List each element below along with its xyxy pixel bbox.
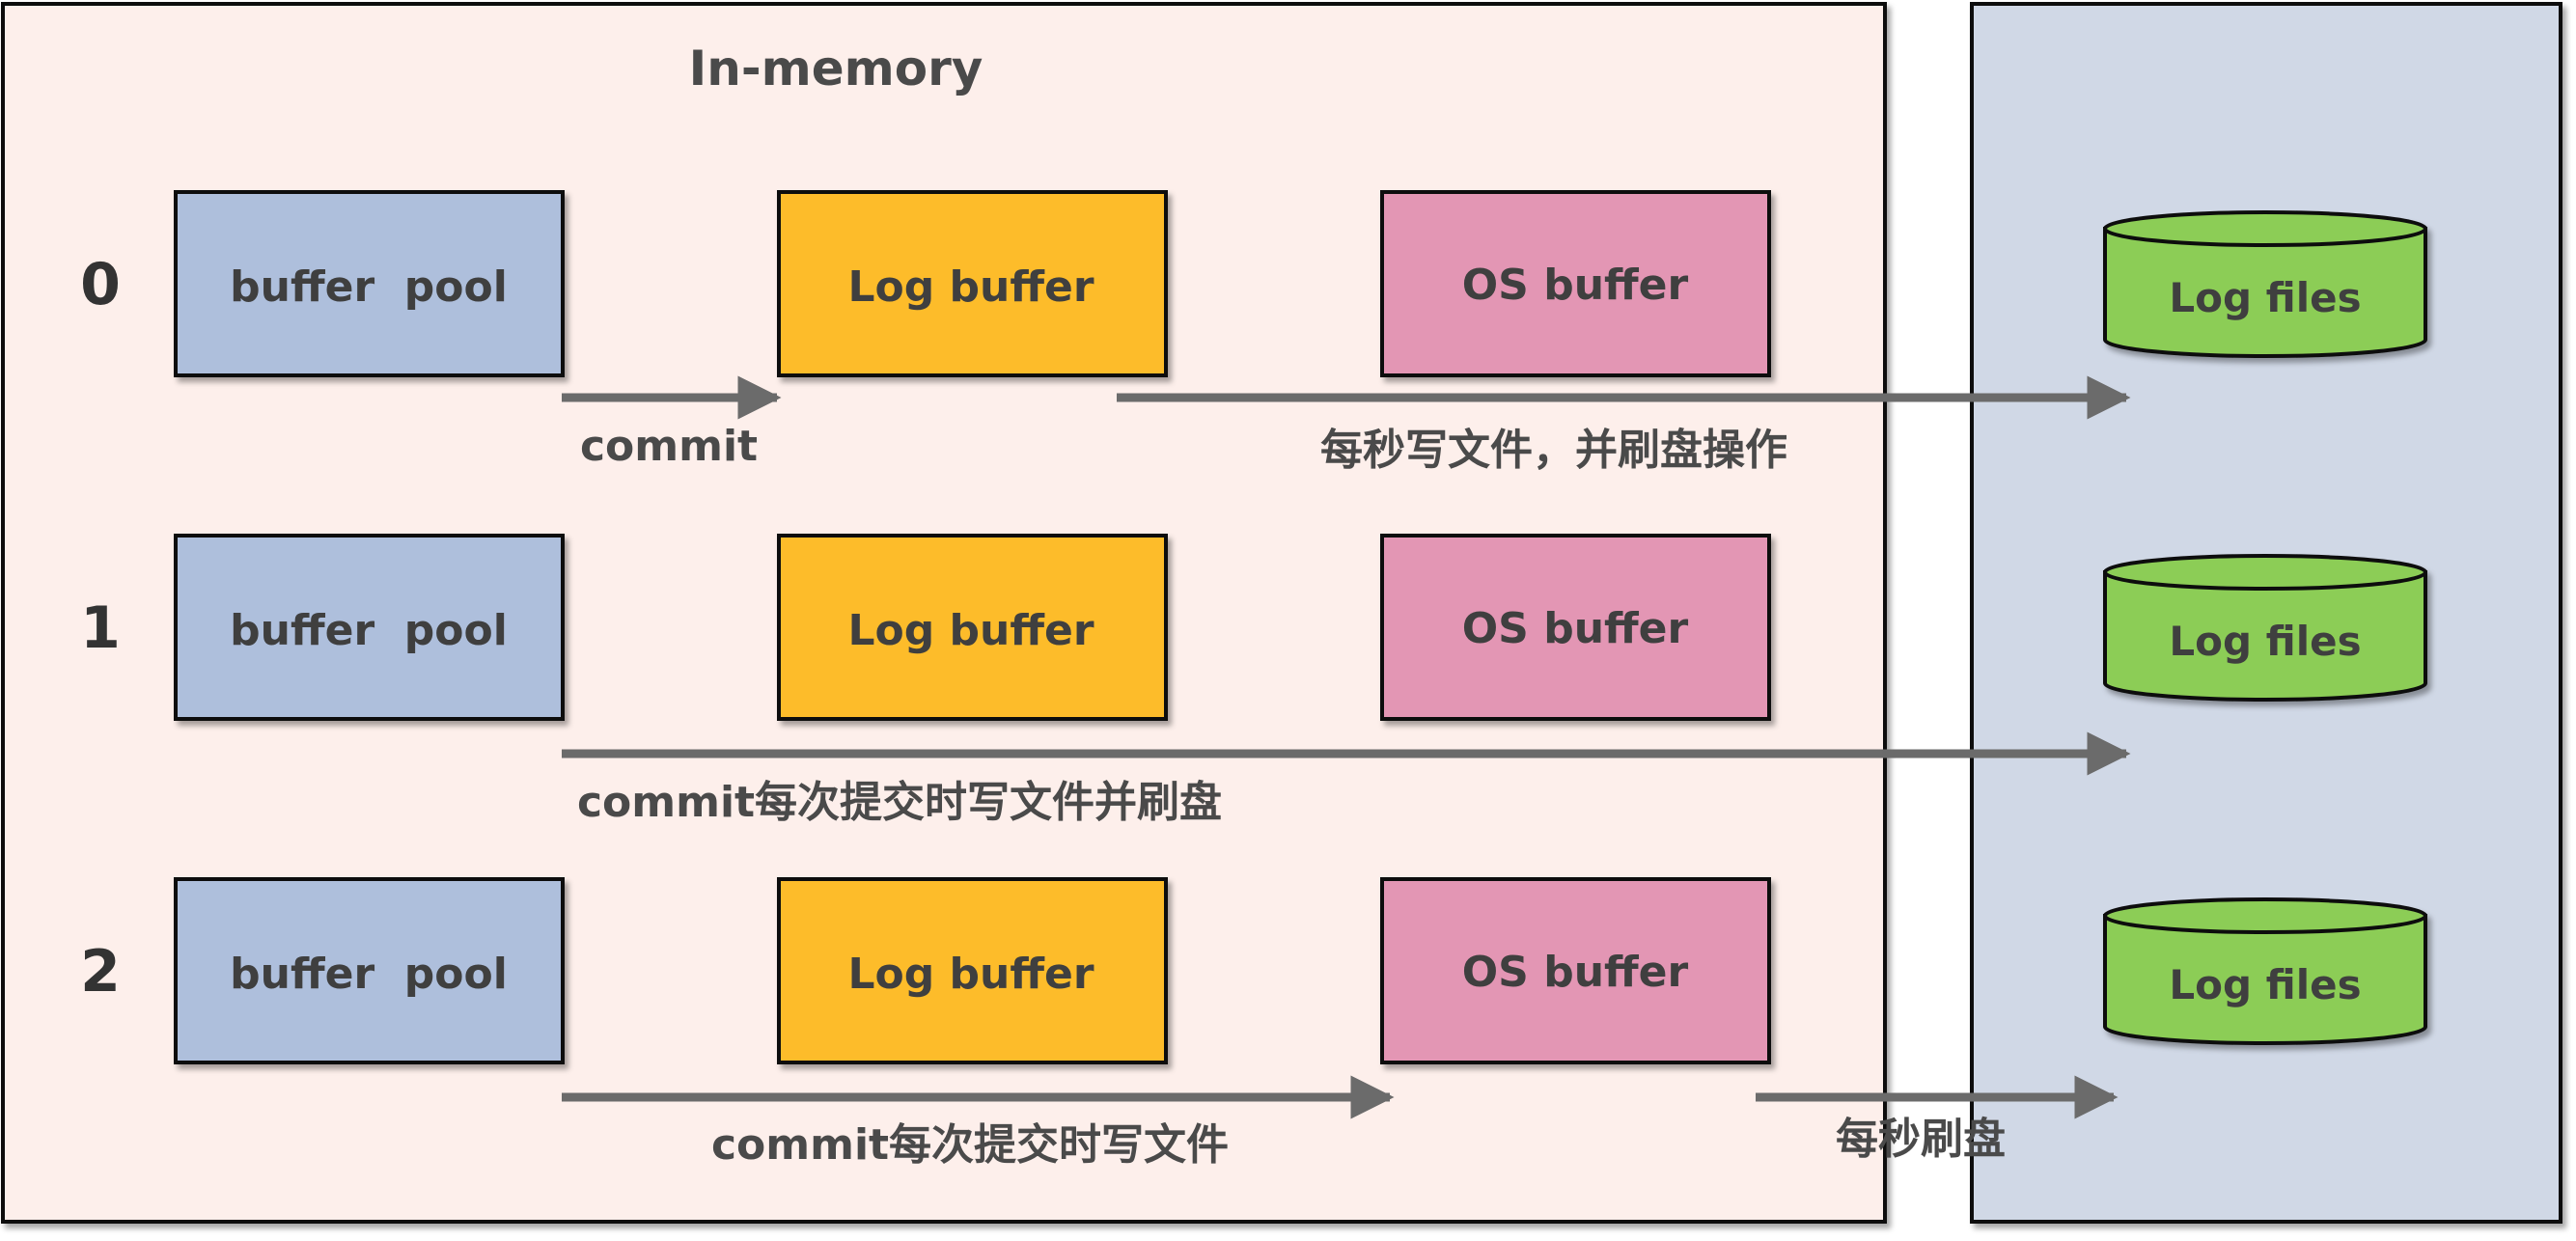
log-files-cylinder (2103, 897, 2427, 1045)
os-buffer-label: OS buffer (1462, 261, 1689, 310)
commit-label: commit每次提交时写文件 (711, 1120, 1229, 1170)
log-files-label: Log files (2169, 618, 2361, 665)
flush-label: 每秒写文件，并刷盘操作 (1320, 426, 1787, 475)
os-buffer-label: OS buffer (1462, 604, 1689, 653)
log-buffer-box (777, 534, 1168, 721)
row-1: 1 buffer pool Log buffer OS buffer Log f… (80, 534, 2427, 827)
row-2: 2 buffer pool Log buffer OS buffer Log f… (80, 877, 2427, 1170)
buffer-pool-box (174, 877, 565, 1064)
row-0: 0 buffer pool Log buffer OS buffer Log f… (80, 190, 2427, 475)
log-buffer-label: Log buffer (847, 950, 1094, 999)
os-buffer-box (1380, 534, 1771, 721)
buffer-pool-box (174, 534, 565, 721)
buffer-pool-label: buffer pool (230, 262, 508, 312)
log-buffer-box (777, 190, 1168, 377)
in-memory-title: In-memory (689, 41, 983, 97)
log-files-label: Log files (2169, 274, 2361, 321)
log-files-cylinder (2103, 210, 2427, 358)
os-buffer-label: OS buffer (1462, 948, 1689, 997)
log-files-cylinder (2103, 554, 2427, 702)
log-buffer-box (777, 877, 1168, 1064)
log-files-label: Log files (2169, 961, 2361, 1008)
row-label: 2 (80, 938, 121, 1006)
flush-label: 每秒刷盘 (1836, 1115, 2006, 1164)
buffer-pool-box (174, 190, 565, 377)
log-buffer-label: Log buffer (847, 606, 1094, 655)
os-buffer-box (1380, 877, 1771, 1064)
commit-label: commit每次提交时写文件并刷盘 (577, 778, 1222, 827)
log-buffer-label: Log buffer (847, 262, 1094, 312)
commit-label: commit (580, 422, 758, 471)
row-label: 1 (80, 594, 121, 662)
buffer-pool-label: buffer pool (230, 950, 508, 999)
row-label: 0 (80, 251, 121, 318)
os-buffer-box (1380, 190, 1771, 377)
buffer-pool-label: buffer pool (230, 606, 508, 655)
